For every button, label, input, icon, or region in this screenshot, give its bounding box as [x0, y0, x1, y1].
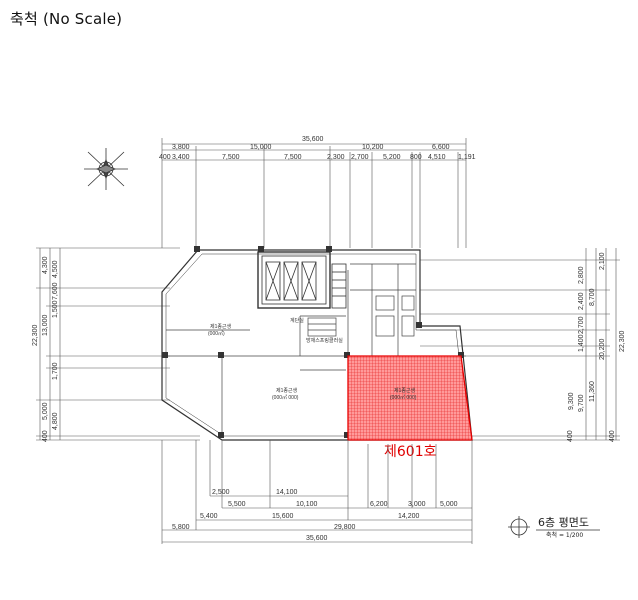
right-dimensions	[420, 248, 620, 441]
room-label-3: 방재스프링클러실	[306, 337, 343, 344]
top-dim-3c: 7,500	[222, 154, 240, 161]
bottom-dim-3b: 15,600	[272, 513, 294, 520]
right-inner-dim-h: 11,360	[589, 381, 596, 402]
bottom-dim-2d: 3,000	[408, 501, 426, 508]
north-arrow-icon	[84, 148, 128, 190]
bottom-dim-2b: 10,100	[296, 501, 318, 508]
right-inner-dim-f: 2,700	[578, 316, 585, 334]
top-dim-2d: 6,600	[432, 144, 450, 151]
top-dim-3b: 3,400	[172, 154, 190, 161]
right-inner-dim-g: 9,700	[578, 394, 585, 412]
bottom-dim-1a: 2,500	[212, 489, 230, 496]
left-inner-dim-e: 4,800	[52, 412, 59, 430]
room-area-4: (000㎡ 000)	[272, 394, 299, 401]
top-dim-2a: 3,800	[172, 144, 190, 151]
right-inner-dim-e: 1,400	[578, 334, 585, 352]
top-dim-3e: 2,300	[327, 154, 345, 161]
top-dim-3j: 1,191	[458, 154, 476, 161]
right-mid-dim-b: 400	[567, 430, 574, 442]
top-dim-3h: 800	[410, 154, 422, 161]
top-dimensions	[161, 138, 467, 248]
scale-caption: 축척 (No Scale)	[10, 10, 123, 28]
bottom-total-dim: 35,600	[306, 535, 328, 542]
left-mid-dim-a: 4,300	[42, 256, 49, 274]
right-inner-dim-a: 2,100	[599, 252, 606, 270]
room-label-2: 계단실	[290, 317, 304, 324]
left-dimensions	[36, 247, 200, 441]
right-inner-dim-d: 2,400	[578, 292, 585, 310]
left-inner-dim-c: 1,500	[52, 300, 59, 318]
drawing-title: 6층 평면도	[538, 516, 589, 529]
right-inner-dim-c: 8,700	[589, 288, 596, 306]
bottom-dimensions	[161, 440, 473, 544]
right-inner-dim-i: 9,300	[568, 392, 575, 410]
room-label-5: 제1종근생	[394, 387, 416, 394]
title-block: 6층 평면도 축척 = 1/200	[508, 516, 600, 539]
left-mid-dim-d: 400	[42, 430, 49, 442]
columns	[162, 246, 464, 438]
left-inner-dim-a: 4,500	[52, 260, 59, 278]
bottom-dim-2c: 6,200	[370, 501, 388, 508]
room-area-5: (000㎡ 000)	[390, 394, 417, 401]
bottom-dim-4b: 29,800	[334, 524, 356, 531]
bottom-dim-2a: 5,500	[228, 501, 246, 508]
left-inner-dim-b: 7,600	[52, 282, 59, 300]
bottom-dim-2e: 5,000	[440, 501, 458, 508]
top-dim-2c: 10,200	[362, 144, 384, 151]
right-inner-dim-b: 2,800	[578, 266, 585, 284]
bottom-dim-3c: 14,200	[398, 513, 420, 520]
top-dim-3i: 4,510	[428, 154, 446, 161]
bottom-dim-1b: 14,100	[276, 489, 298, 496]
right-inner-dim-j: 400	[609, 430, 616, 442]
elevator-core	[257, 251, 347, 309]
top-dim-3f: 2,700	[351, 154, 369, 161]
room-area-1: (000㎡)	[208, 330, 225, 337]
right-mid-dim-a: 20,200	[599, 338, 606, 360]
left-mid-dim-b: 13,000	[42, 314, 49, 336]
left-inner-dim-d: 1,700	[52, 362, 59, 380]
right-outer-dim: 22,300	[619, 330, 626, 352]
room-label-4: 제1종근생	[276, 387, 298, 394]
top-dim-3g: 5,200	[383, 154, 401, 161]
top-dim-3d: 7,500	[284, 154, 302, 161]
bottom-dim-4a: 5,800	[172, 524, 190, 531]
top-dim-2b: 15,000	[250, 144, 272, 151]
room-label-1: 제1종근생	[210, 323, 232, 330]
unit-601-label: 제601호	[384, 444, 437, 460]
left-mid-dim-c: 5,000	[42, 402, 49, 420]
top-total-dim: 35,600	[302, 136, 324, 143]
drawing-scale: 축척 = 1/200	[546, 531, 583, 539]
bottom-dim-3a: 5,400	[200, 513, 218, 520]
left-outer-dim: 22,300	[32, 324, 39, 346]
top-dim-3a: 400	[159, 154, 171, 161]
